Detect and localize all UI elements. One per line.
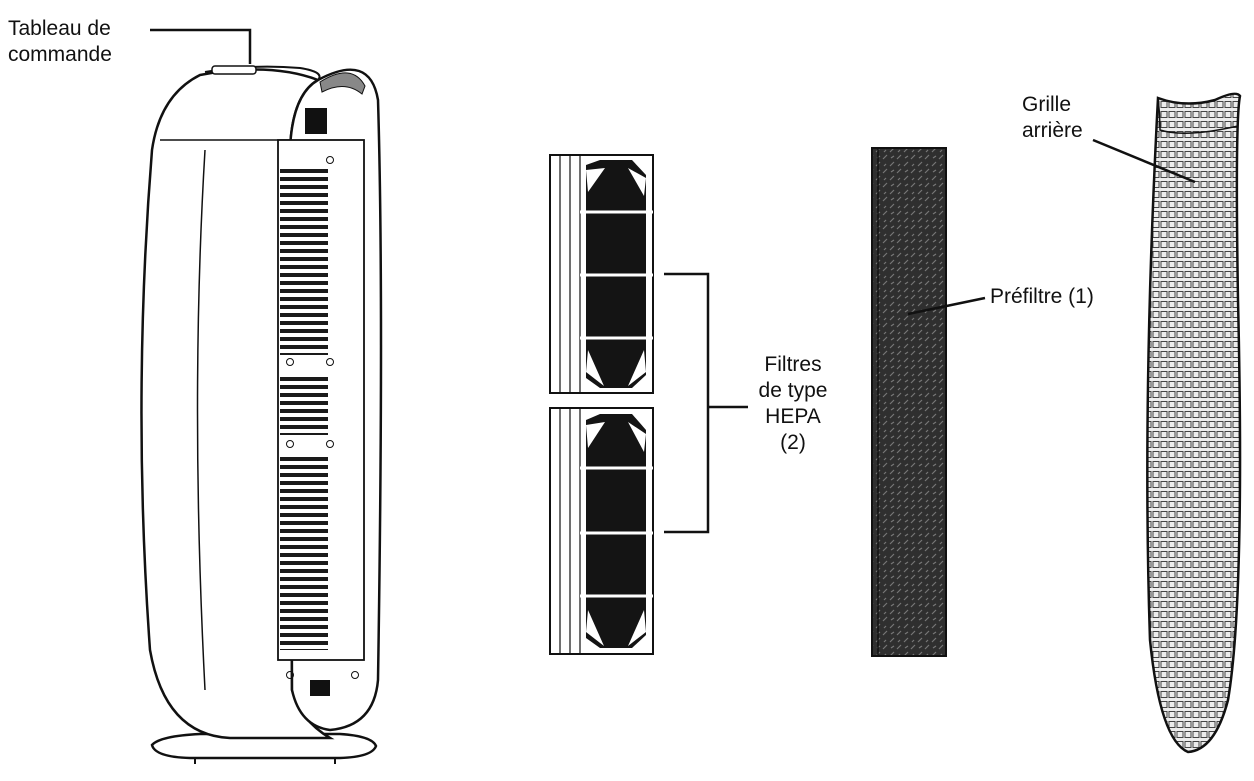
leader-rear-grille (1092, 138, 1196, 184)
label-rear-grille: Grille arrière (1022, 93, 1083, 142)
vent-block-lower (280, 455, 328, 650)
vent-block-upper (280, 165, 328, 355)
hepa-filter-bottom (549, 407, 654, 655)
rear-grille (1146, 92, 1242, 754)
label-control-panel: Tableau de commande (8, 17, 112, 66)
label-prefilter: Préfiltre (1) (990, 285, 1094, 308)
leader-prefilter (907, 296, 986, 316)
purifier-base (150, 732, 378, 760)
label-hepa-filters: Filtres de type HEPA (2) (758, 353, 828, 454)
hepa-filter-top (549, 154, 654, 394)
leader-control-panel (150, 28, 252, 64)
leader-hepa-bracket (664, 272, 748, 534)
prefilter-panel (871, 147, 947, 657)
vent-block-middle (280, 375, 328, 435)
air-purifier-tower (140, 65, 383, 764)
